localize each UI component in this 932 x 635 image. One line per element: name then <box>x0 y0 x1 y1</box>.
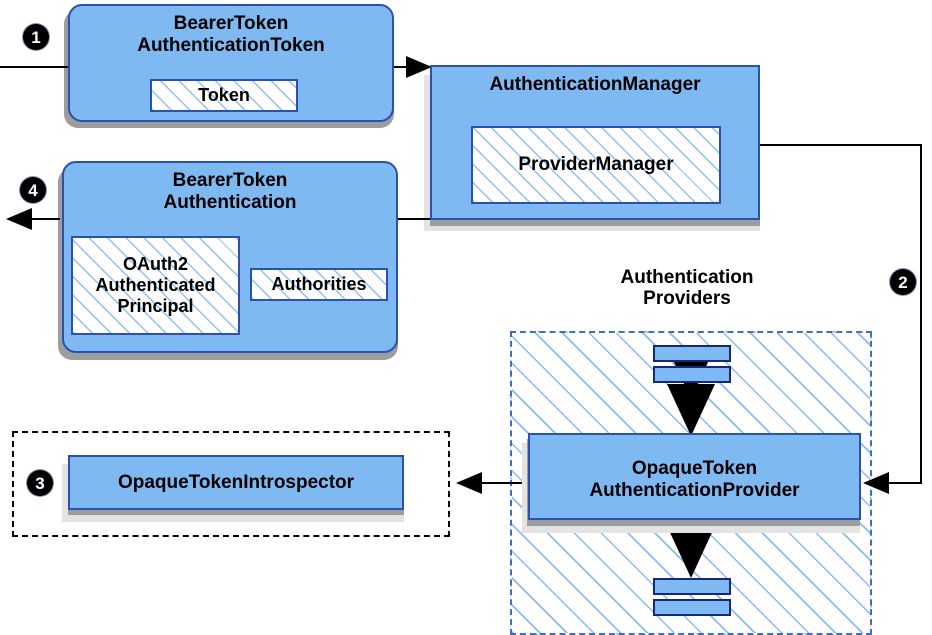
marker-1: 1 <box>23 24 49 50</box>
sub-authorities[interactable]: Authorities <box>250 268 388 301</box>
oauth2-authenticated-principal-line1: OAuth2 <box>123 254 188 274</box>
bearer-token-authentication-token-title-line2: AuthenticationToken <box>137 35 325 56</box>
bearer-token-authentication-title-line1: BearerToken <box>172 170 288 191</box>
provider-stack-top-bar-2 <box>653 366 731 383</box>
oauth2-authenticated-principal-line3: Principal <box>117 296 194 316</box>
marker-3: 3 <box>27 470 53 496</box>
sub-provider-manager[interactable]: ProviderManager <box>471 126 721 204</box>
authentication-manager-title: AuthenticationManager <box>489 74 701 95</box>
sub-oauth2-authenticated-principal[interactable]: OAuth2 Authenticated Principal <box>71 236 240 335</box>
bearer-token-authentication-title-line2: Authentication <box>163 192 297 213</box>
opaque-token-introspector-label: OpaqueTokenIntrospector <box>117 471 355 493</box>
opaque-token-authentication-provider-title-line1: OpaqueToken <box>631 458 758 479</box>
opaque-token-authentication-provider-title-line2: AuthenticationProvider <box>589 480 800 501</box>
sub-token[interactable]: Token <box>150 79 298 112</box>
provider-stack-bottom-bar-2 <box>653 599 731 616</box>
marker-2: 2 <box>890 269 916 295</box>
node-opaque-token-authentication-provider[interactable]: OpaqueToken AuthenticationProvider <box>528 433 861 520</box>
authentication-providers-caption: Authentication Providers <box>562 267 812 310</box>
oauth2-authenticated-principal-line2: Authenticated <box>95 275 216 295</box>
provider-stack-top-bar-1 <box>653 345 731 362</box>
marker-4: 4 <box>20 177 46 203</box>
authentication-providers-caption-line1: Authentication <box>620 267 754 288</box>
bearer-token-authentication-token-title-line1: BearerToken <box>173 13 289 34</box>
provider-stack-bottom-bar-1 <box>653 578 731 595</box>
authentication-providers-caption-line2: Providers <box>643 288 731 310</box>
node-opaque-token-introspector[interactable]: OpaqueTokenIntrospector <box>68 455 404 510</box>
